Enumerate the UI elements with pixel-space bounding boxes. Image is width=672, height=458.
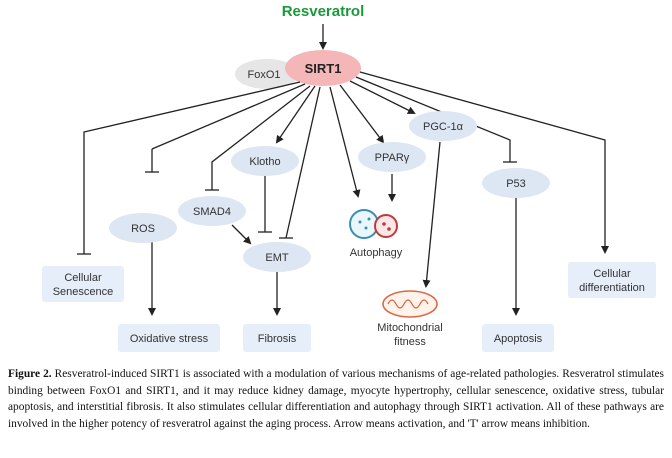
sirt1-label: SIRT1 bbox=[305, 61, 342, 76]
caption-label: Figure 2. bbox=[8, 368, 52, 380]
resveratrol-title: Resveratrol bbox=[282, 3, 365, 20]
senescence-label-line2: Senescence bbox=[53, 286, 114, 298]
oxidative-stress-box bbox=[118, 324, 220, 352]
edge-sirt1-senescence bbox=[83, 81, 301, 254]
fibrosis-box bbox=[243, 324, 311, 352]
differentiation-box bbox=[568, 262, 656, 298]
figure-caption: Figure 2. Resveratrol-induced SIRT1 is a… bbox=[8, 366, 664, 432]
edge-sirt1-p53 bbox=[355, 76, 511, 162]
p53-node bbox=[482, 168, 550, 198]
sirt1-node bbox=[285, 50, 361, 86]
edge-sirt1-differentiation bbox=[359, 71, 609, 254]
ros-node bbox=[109, 213, 177, 243]
klotho-node bbox=[231, 146, 299, 176]
pgc-label: PGC-1α bbox=[423, 121, 464, 133]
senescence-label-line1: Cellular bbox=[64, 272, 102, 284]
smad4-node bbox=[178, 196, 246, 226]
foxo1-node bbox=[235, 59, 299, 89]
edge-pgc-mito bbox=[422, 141, 441, 288]
edge-sirt1-klotho bbox=[275, 85, 316, 144]
fibrosis-label: Fibrosis bbox=[258, 333, 297, 345]
ppar-node bbox=[358, 142, 426, 172]
foxo1-label: FoxO1 bbox=[247, 69, 280, 81]
differentiation-label-line1: Cellular bbox=[593, 268, 631, 280]
emt-node bbox=[243, 242, 311, 272]
edge-smad4-emt bbox=[231, 224, 252, 245]
smad4-label: SMAD4 bbox=[193, 206, 231, 218]
edge-sirt1-ros bbox=[151, 83, 306, 150]
mito-label-line2: fitness bbox=[394, 336, 426, 348]
edge-sirt1-emt bbox=[285, 86, 321, 239]
oxidative-stress-label: Oxidative stress bbox=[130, 333, 209, 345]
edge-sirt1-smad4 bbox=[211, 85, 311, 190]
ppar-label: PPARγ bbox=[375, 152, 410, 164]
edge-sirt1-ppar bbox=[339, 84, 385, 144]
apoptosis-label: Apoptosis bbox=[494, 333, 543, 345]
mito-label-line1: Mitochondrial bbox=[377, 322, 442, 334]
edge-sirt1-autophagy bbox=[329, 86, 361, 198]
pgc-node bbox=[409, 111, 477, 141]
mitochondria-icon bbox=[382, 290, 438, 318]
ros-label: ROS bbox=[131, 223, 155, 235]
senescence-box bbox=[42, 266, 124, 302]
klotho-label: Klotho bbox=[249, 156, 280, 168]
emt-label: EMT bbox=[265, 252, 289, 264]
edge-sirt1-pgc bbox=[349, 80, 416, 114]
differentiation-label-line2: differentiation bbox=[579, 282, 645, 294]
autophagy-icon bbox=[349, 209, 398, 239]
caption-text: Resveratrol-induced SIRT1 is associated … bbox=[8, 368, 664, 430]
autophagy-label: Autophagy bbox=[350, 247, 403, 259]
pathway-diagram: Resveratrol FoxO1 SIRT1 ROS SMAD4 Klotho… bbox=[42, 3, 656, 352]
p53-label: P53 bbox=[506, 178, 526, 190]
apoptosis-box bbox=[482, 324, 554, 352]
